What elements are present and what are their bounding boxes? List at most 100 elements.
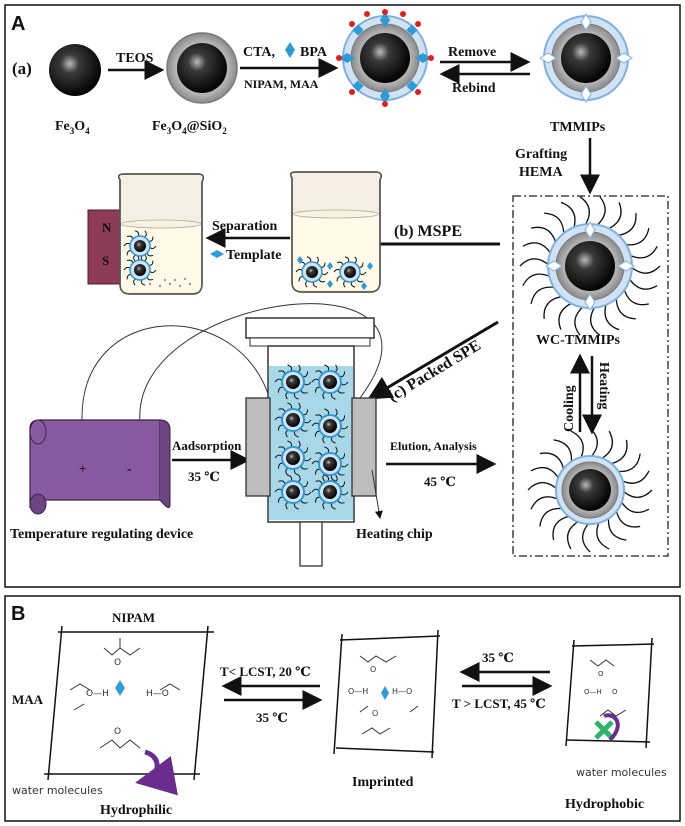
polymer-chain	[553, 439, 573, 465]
polymer-chain	[608, 439, 628, 465]
polymer-chain	[623, 228, 650, 246]
fe3o4-particle	[49, 44, 101, 96]
fe3o4-sio2-particle	[177, 43, 227, 93]
mspe-label: (b) MSPE	[394, 223, 462, 240]
wc-tmmips-box	[512, 195, 669, 557]
polymer-chain	[527, 481, 559, 491]
polymer-chain	[558, 301, 574, 330]
row-label-a: (a)	[12, 59, 32, 78]
polymer-chain	[530, 226, 557, 245]
polymer-chain	[590, 305, 601, 336]
adsorption-label: Aadsorption	[172, 438, 242, 453]
column-particle-core	[323, 457, 337, 471]
template-icon-left	[115, 680, 125, 696]
polymer-chain	[589, 427, 599, 459]
heating-label: Heating	[596, 362, 611, 409]
svg-text:O—H: O—H	[348, 687, 368, 696]
svg-text:O: O	[370, 665, 376, 674]
polymer-chain	[595, 196, 606, 227]
polymer-chain	[522, 273, 552, 287]
wire-negative	[139, 303, 383, 423]
magnet-n-label: N	[102, 220, 112, 235]
polymer-chain	[552, 515, 572, 541]
imprinted-label: Imprinted	[352, 775, 414, 790]
hema-label: HEMA	[519, 165, 563, 180]
elution-label: Elution, Analysis	[390, 439, 477, 453]
packed-spe-arrow	[367, 320, 499, 400]
polymer-chain	[599, 430, 614, 461]
hydrophobic-cell	[565, 637, 655, 749]
panel-a-label: A	[11, 13, 25, 35]
fe3o4-label: Fe3O4	[55, 119, 90, 136]
minus-label: -	[127, 462, 132, 477]
maa-label: MAA	[12, 692, 44, 707]
remove-label: Remove	[448, 45, 496, 60]
monomer-label: NIPAM, MAA	[244, 77, 319, 91]
heating-chip-pointer	[371, 469, 383, 519]
hydrophobic-label: Hydrophobic	[565, 797, 644, 812]
svg-text:H—O: H—O	[392, 687, 412, 696]
polymer-chain	[530, 286, 557, 304]
polymer-chain	[530, 496, 560, 510]
polymer-chain	[615, 453, 641, 473]
polymer-chain	[530, 466, 561, 481]
polymer-chain	[581, 521, 591, 553]
magnet-s-label: S	[102, 253, 109, 268]
polymer-chain	[615, 508, 641, 528]
grafting-label: Grafting	[515, 147, 567, 162]
panel-b-label: B	[11, 603, 25, 625]
polymer-chain	[519, 258, 551, 267]
teos-label: TEOS	[116, 51, 154, 66]
packed-spe-label: (c) Packed SPE	[385, 337, 484, 406]
bpa-label: BPA	[300, 45, 328, 60]
cond-right-top: 35 ℃	[482, 650, 514, 665]
template-diamond-icon	[210, 250, 224, 258]
cond-right-bottom: T > LCST, 45 ℃	[452, 696, 546, 711]
tmmips-label: TMMIPs	[550, 120, 606, 135]
column-particle-core	[286, 451, 300, 465]
hydrophilic-label: Hydrophilic	[100, 803, 172, 818]
column-particle-core	[286, 413, 300, 427]
plus-label: +	[79, 461, 86, 476]
polymer-chain	[543, 295, 564, 319]
polymer-chain	[629, 265, 661, 274]
column-particle-core	[323, 375, 337, 389]
collapsed-particle	[527, 427, 653, 553]
tmmips-particle	[539, 13, 633, 103]
water-label-right: water molecules	[576, 766, 667, 779]
svg-text:H—O: H—O	[146, 689, 169, 699]
panel-b-border	[4, 595, 681, 822]
polymer-chain	[620, 470, 650, 484]
polymer-chain	[616, 213, 637, 237]
water-arrow-right	[603, 713, 620, 742]
polymer-chain	[539, 507, 565, 527]
polymer-chain	[539, 452, 565, 472]
fe3o4-sio2-label: Fe3O4@SiO2	[152, 119, 227, 136]
wc-tmmips-particle	[519, 196, 661, 336]
rebind-label: Rebind	[452, 81, 496, 96]
hydrophilic-cell	[44, 625, 214, 781]
column-particle-core	[286, 375, 300, 389]
polymer-chain	[628, 245, 658, 259]
polymer-chain	[615, 296, 636, 320]
template-label: Template	[226, 248, 281, 263]
polymer-chain	[623, 287, 650, 306]
water-arrow-left	[135, 749, 179, 796]
wire-positive	[81, 325, 271, 421]
polymer-chain	[619, 499, 650, 514]
polymer-chain	[522, 242, 553, 256]
polymer-chain	[627, 276, 658, 290]
middle-molecules: O O—H H—O O	[348, 655, 419, 735]
spe-column-particles	[274, 364, 349, 510]
svg-text:O: O	[612, 688, 618, 696]
polymer-chain	[607, 515, 627, 541]
temp35-label: 35 ℃	[188, 469, 220, 484]
polymer-chain	[596, 520, 610, 550]
polymer-chain	[574, 305, 585, 336]
svg-text:O—H: O—H	[86, 689, 109, 699]
column-particle-core	[323, 419, 337, 433]
svg-text:O—H: O—H	[584, 688, 602, 696]
column-particle-core	[286, 485, 300, 499]
svg-text:O: O	[114, 727, 121, 737]
